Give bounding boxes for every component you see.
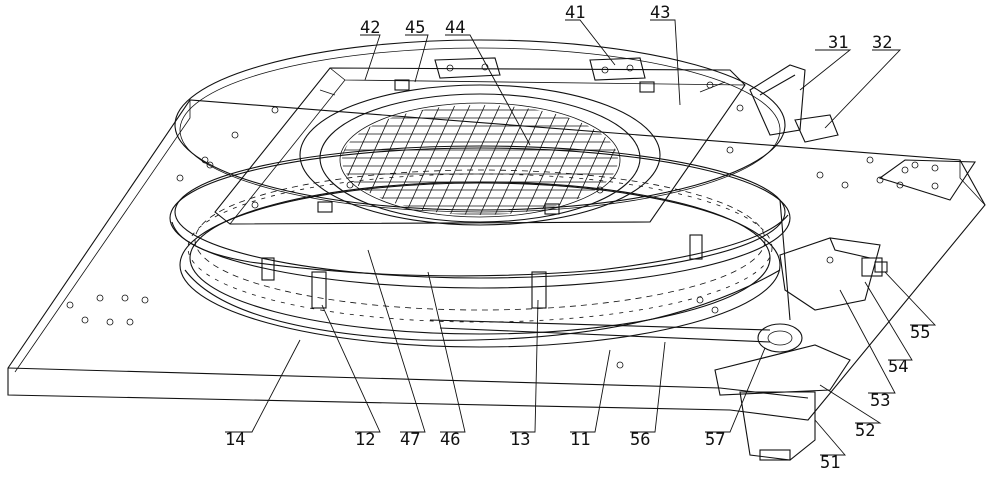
label-46: 46 [440, 430, 460, 450]
label-32: 32 [872, 33, 892, 53]
wafer-holder [214, 67, 746, 226]
rotary-disc [169, 145, 791, 289]
turntable [174, 39, 786, 213]
mount-plate [878, 159, 977, 201]
label-43: 43 [650, 3, 670, 23]
drive-belt [429, 199, 791, 343]
label-42: 42 [360, 18, 380, 38]
label-53: 53 [870, 391, 890, 411]
label-55: 55 [910, 323, 930, 343]
label-13: 13 [510, 430, 530, 450]
part-labels: 42 45 44 41 43 31 32 55 54 53 52 51 57 5… [225, 3, 930, 473]
base-plate [7, 99, 986, 421]
label-56: 56 [630, 430, 650, 450]
label-47: 47 [400, 430, 420, 450]
tensioner-assembly [779, 237, 888, 311]
label-41: 41 [565, 3, 585, 23]
label-11: 11 [570, 430, 590, 450]
label-14: 14 [225, 430, 245, 450]
sensor-assembly [749, 64, 839, 143]
label-44: 44 [445, 18, 465, 38]
clamps [317, 57, 655, 215]
support-columns [261, 234, 703, 309]
label-12: 12 [355, 430, 375, 450]
wafer-grid [342, 105, 618, 215]
drive-motor [714, 323, 851, 461]
label-31: 31 [828, 33, 848, 53]
label-52: 52 [855, 421, 875, 441]
label-54: 54 [888, 357, 908, 377]
label-51: 51 [820, 453, 840, 473]
label-57: 57 [705, 430, 725, 450]
label-45: 45 [405, 18, 425, 38]
leader-lines [225, 19, 937, 456]
